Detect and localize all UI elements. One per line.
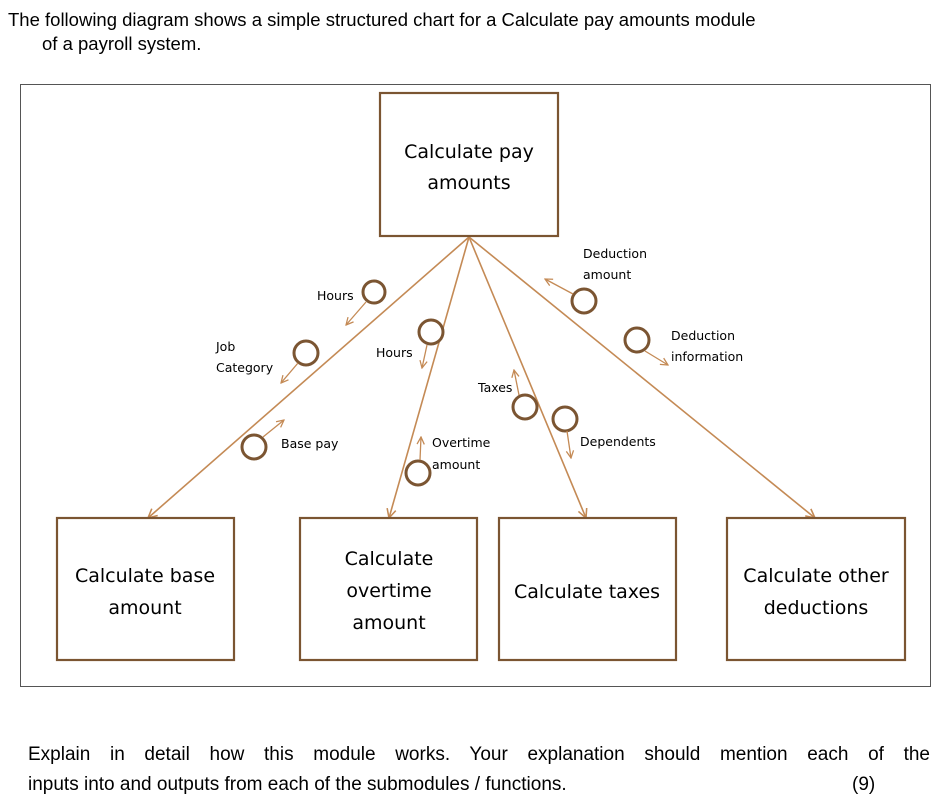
intro-line-2: of a payroll system.: [42, 33, 202, 54]
label-base-pay: Base pay: [281, 436, 339, 451]
top-module-line-2: amounts: [427, 172, 510, 194]
connector-overtime: [389, 236, 470, 518]
question-line-1: Explain in detail how this module works.…: [28, 744, 930, 765]
data-couple-icon: [551, 405, 579, 433]
data-couple-icon: [292, 339, 320, 367]
arrow-up-icon: [545, 279, 574, 295]
label-hours-overtime: Hours: [376, 345, 413, 360]
submodule-1-line-2: amount: [108, 597, 181, 619]
submodule-2-line-2: overtime: [346, 580, 431, 602]
question-line-2: inputs into and outputs from each of the…: [28, 774, 567, 795]
label-deduction-amount-1: Deduction: [583, 246, 647, 261]
arrow-up-icon: [420, 437, 421, 461]
label-hours-base: Hours: [317, 288, 354, 303]
question-text: Explain in detail how this module works.…: [28, 740, 930, 800]
diagram-frame: [20, 84, 931, 687]
submodule-1-line-1: Calculate base: [75, 565, 215, 587]
label-deduction-information-1: Deduction: [671, 328, 735, 343]
submodule-2-line-3: amount: [352, 612, 425, 634]
connector-taxes: [468, 236, 586, 518]
intro-line-1: The following diagram shows a simple str…: [8, 9, 756, 30]
module-calculate-base-amount: [55, 516, 236, 662]
module-calculate-other-deductions: [725, 516, 907, 662]
submodule-3-line-1: Calculate taxes: [514, 581, 660, 603]
data-couple-icon: [417, 318, 445, 346]
label-deduction-amount-2: amount: [583, 267, 631, 282]
intro-text: The following diagram shows a simple str…: [8, 8, 933, 56]
module-calculate-taxes: [497, 516, 678, 662]
submodule-4-line-2: deductions: [764, 597, 869, 619]
arrow-down-icon: [644, 350, 668, 365]
label-job-category-2: Category: [216, 360, 274, 375]
arrow-down-icon: [422, 344, 428, 368]
data-couple-icon: [570, 287, 598, 315]
arrow-down-icon: [281, 362, 299, 383]
label-dependents: Dependents: [580, 434, 656, 449]
submodule-2-line-1: Calculate: [345, 548, 434, 570]
module-calculate-overtime-amount: [298, 516, 479, 662]
arrow-down-icon: [346, 301, 367, 325]
label-taxes: Taxes: [477, 380, 512, 395]
arrow-down-icon: [567, 430, 571, 458]
data-couple-icon: [240, 433, 268, 461]
submodule-4-line-1: Calculate other: [743, 565, 889, 587]
label-overtime-amount-2: amount: [432, 457, 480, 472]
data-couple-icon: [511, 393, 539, 421]
connector-base: [148, 236, 470, 518]
top-module-line-1: Calculate pay: [404, 141, 534, 163]
module-calculate-pay-amounts: [378, 91, 560, 238]
label-deduction-information-2: information: [671, 349, 743, 364]
data-couple-icon: [361, 279, 387, 305]
data-couple-icon: [404, 459, 432, 487]
arrow-up-icon: [514, 370, 520, 396]
data-couple-icon: [623, 326, 651, 354]
label-overtime-amount-1: Overtime: [432, 435, 491, 450]
connector-deductions: [468, 236, 815, 518]
label-job-category-1: Job: [215, 339, 235, 354]
marks: (9): [852, 774, 876, 795]
arrow-up-icon: [262, 420, 284, 438]
